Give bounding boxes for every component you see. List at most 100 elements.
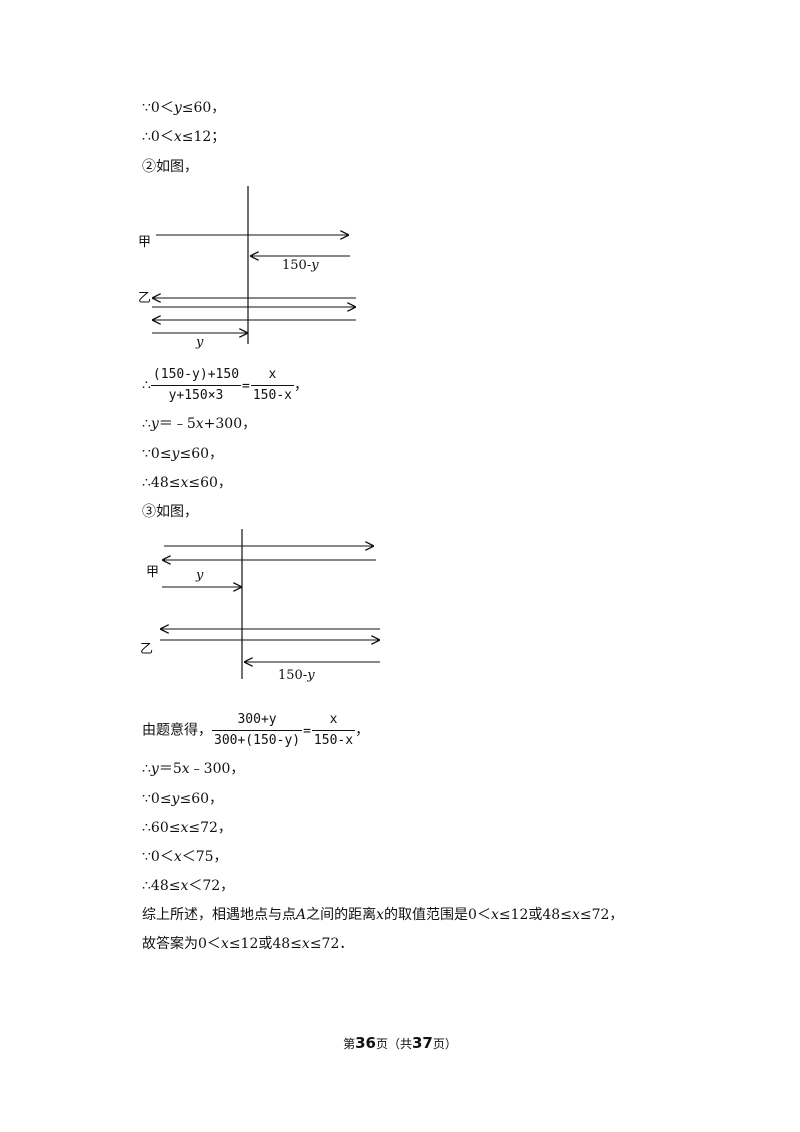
label-150-y: 150-y — [282, 258, 319, 273]
text: 由题意得， — [142, 722, 212, 739]
text: ≤60， — [179, 791, 224, 807]
text: +300， — [203, 416, 257, 432]
variable: y — [171, 446, 180, 462]
label-y: y — [195, 335, 204, 350]
numerator: 300+y — [212, 711, 303, 731]
answer-line: 故答案为0＜x≤12或48≤x≤72． — [142, 935, 353, 953]
solution-line-13: ∵0＜x＜75， — [142, 848, 228, 866]
solution-line-14: ∴48≤x＜72， — [142, 877, 234, 895]
text: ∴ — [142, 761, 151, 777]
variable: x — [173, 129, 182, 145]
fraction-right: x 150-x — [311, 711, 356, 750]
solution-line-7: ∴48≤x≤60， — [142, 474, 232, 492]
page-footer: 第36页（共37页） — [0, 1034, 800, 1052]
variable: x — [173, 849, 182, 865]
label-part: 150- — [282, 258, 311, 273]
variable: A — [296, 907, 307, 923]
equals-sign: = — [242, 378, 250, 394]
equation-case-3: 由题意得，300+y 300+(150-y)=x 150-x， — [142, 711, 369, 750]
denominator: 150-x — [252, 388, 292, 403]
variable: x — [301, 936, 310, 952]
variable: x — [181, 761, 190, 777]
text: ∴48≤ — [142, 475, 181, 491]
text: ≤60， — [181, 100, 226, 116]
denominator: y+150×3 — [168, 388, 224, 403]
variable: x — [376, 907, 385, 923]
case-3-heading: ③如图， — [142, 503, 198, 521]
text: ∴48≤ — [142, 878, 181, 894]
footer-text: 第 — [343, 1037, 356, 1051]
text: ∵0＜ — [142, 100, 174, 116]
text: ≤72． — [309, 936, 354, 952]
text: 的取值范围是0＜ — [384, 907, 491, 923]
solution-line-2: ∴0＜x≤12； — [142, 128, 225, 146]
text: 之间的距离 — [306, 907, 377, 923]
text: ≤60， — [188, 475, 232, 491]
label-y: y — [195, 568, 204, 583]
text: ∴0＜ — [142, 129, 174, 145]
fraction-left: 300+y 300+(150-y) — [212, 711, 303, 750]
label-jia: 甲 — [146, 565, 159, 580]
fraction-left: (150-y)+150 y+150×3 — [150, 366, 242, 405]
text: ③如图， — [142, 504, 198, 520]
text: ＜72， — [188, 878, 235, 894]
label-jia: 甲 — [138, 235, 151, 250]
text: ②如图， — [142, 159, 198, 175]
solution-line-12: ∴60≤x≤72， — [142, 819, 232, 837]
text: 故答案为0＜ — [142, 936, 221, 952]
variable: x — [220, 936, 229, 952]
text: ≤60， — [179, 446, 224, 462]
variable: y — [171, 791, 180, 807]
text: ≤12或48≤ — [228, 936, 302, 952]
text: ＜75， — [181, 849, 228, 865]
text: ∴ — [142, 377, 151, 394]
text: ≤72， — [188, 820, 232, 836]
diagram-case-2: 甲 乙 150-y y — [138, 186, 356, 350]
variable: x — [571, 907, 580, 923]
solution-line-6: ∵0≤y≤60， — [142, 445, 223, 463]
footer-text: 页） — [432, 1037, 457, 1051]
numerator: x — [311, 711, 356, 731]
text: ∴60≤ — [142, 820, 181, 836]
solution-line-5: ∴y＝﹣5x+300， — [142, 415, 256, 433]
total-page-number: 37 — [412, 1034, 433, 1052]
fraction-right: x 150-x — [250, 366, 294, 405]
solution-line-1: ∵0＜y≤60， — [142, 99, 225, 117]
variable: y — [150, 416, 159, 432]
variable: x — [180, 820, 189, 836]
denominator: 300+(150-y) — [214, 733, 301, 748]
label-var: y — [310, 258, 319, 273]
text: ≤12； — [181, 129, 226, 145]
text: ≤12或48≤ — [498, 907, 572, 923]
text: ﹣300， — [189, 761, 245, 777]
variable: y — [150, 761, 159, 777]
variable: x — [490, 907, 499, 923]
variable: y — [173, 100, 182, 116]
numerator: (150-y)+150 — [150, 366, 242, 386]
case-2-heading: ②如图， — [142, 158, 198, 176]
text: ∵0≤ — [142, 446, 172, 462]
numerator: x — [250, 366, 294, 386]
label-150-y: 150-y — [278, 668, 315, 683]
variable: x — [180, 475, 189, 491]
label-yi: 乙 — [138, 291, 151, 306]
equation-case-2: ∴(150-y)+150 y+150×3 =x 150-x， — [142, 366, 308, 405]
text: ∴ — [142, 416, 151, 432]
label-part: 150- — [278, 668, 307, 683]
variable: x — [180, 878, 189, 894]
text: ∵0≤ — [142, 791, 172, 807]
diagram-case-3: 甲 乙 y 150-y — [140, 529, 380, 683]
denominator: 150-x — [313, 733, 354, 748]
solution-line-10: ∴y＝5x﹣300， — [142, 760, 244, 778]
label-yi: 乙 — [140, 642, 153, 657]
equals-sign: = — [303, 723, 311, 739]
footer-text: 页（共 — [375, 1037, 412, 1051]
text: ， — [355, 722, 370, 739]
summary-line: 综上所述，相遇地点与点A之间的距离x的取值范围是0＜x≤12或48≤x≤72， — [142, 906, 623, 924]
text: ≤72， — [579, 907, 624, 923]
text: 综上所述，相遇地点与点 — [142, 907, 296, 923]
text: ＝5 — [158, 761, 182, 777]
solution-line-11: ∵0≤y≤60， — [142, 790, 223, 808]
text: ， — [293, 377, 308, 394]
variable: x — [195, 416, 204, 432]
